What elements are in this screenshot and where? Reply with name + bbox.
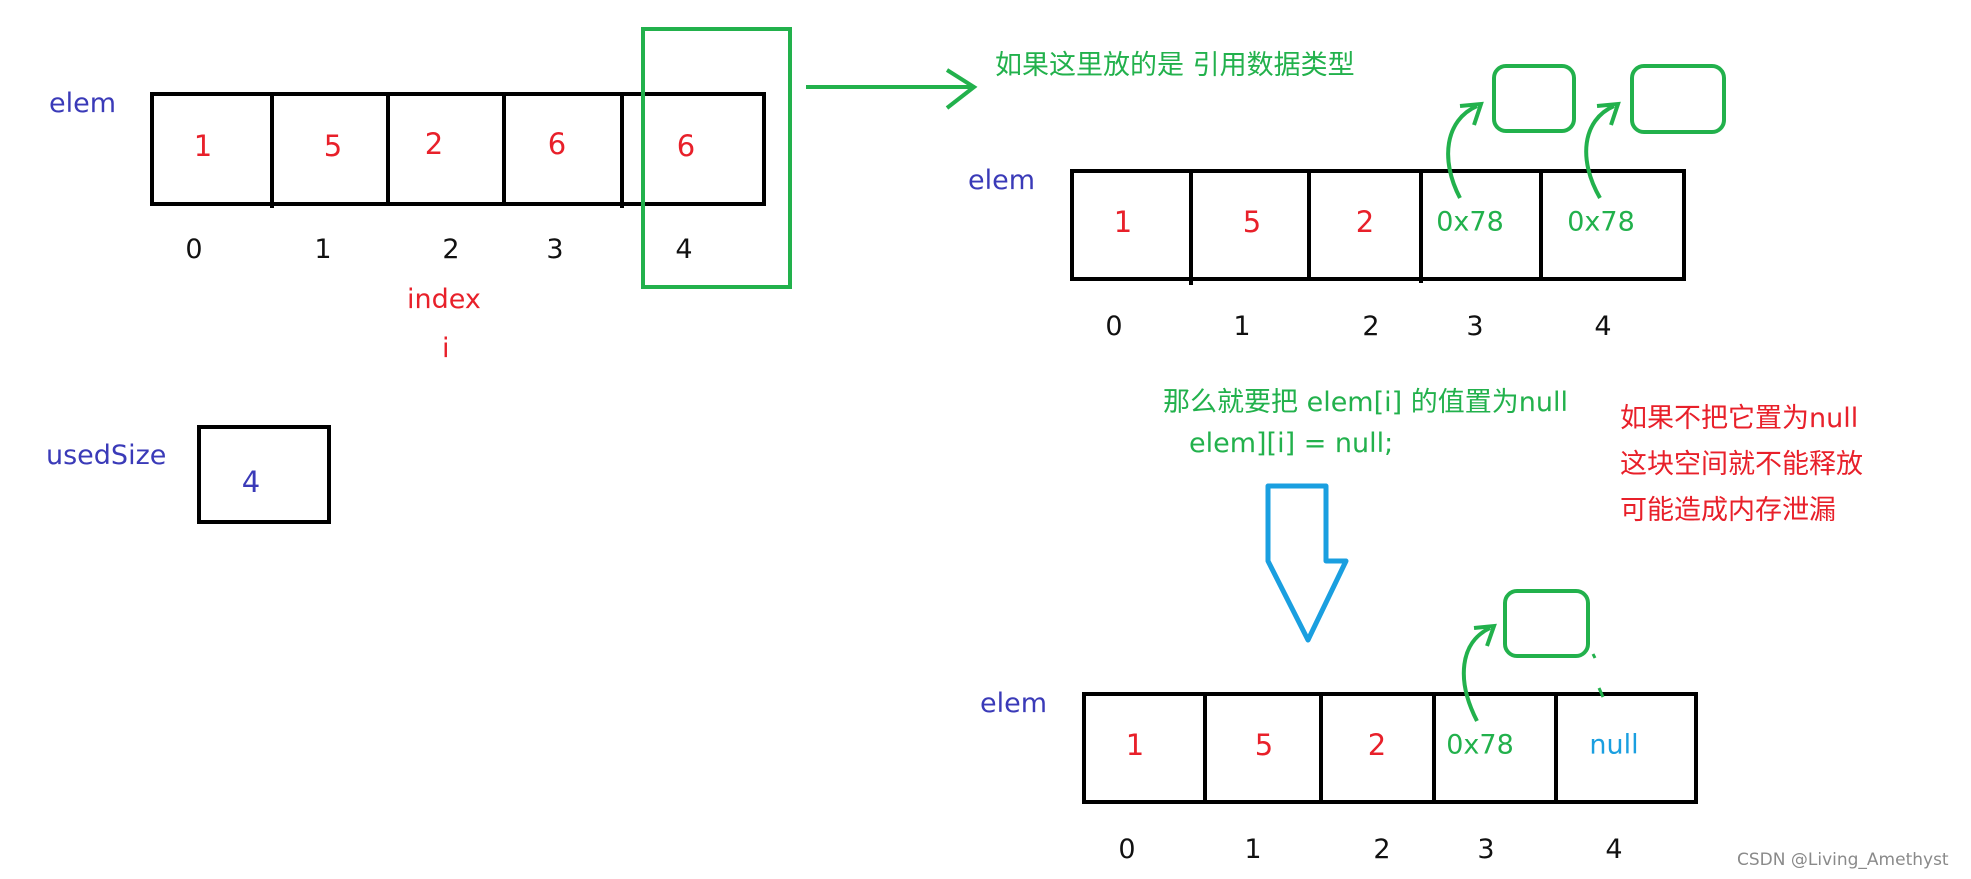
top-cell-0: 1	[193, 129, 213, 163]
middle-array-label: elem	[968, 165, 1036, 196]
warning-note-line3: 可能造成内存泄漏	[1620, 495, 1836, 526]
middle-index-3: 3	[1466, 311, 1484, 342]
set-null-note-line2: elem][i] = null;	[1189, 428, 1394, 459]
reference-arrow-4-head	[1596, 101, 1621, 126]
warning-note-line2: 这块空间就不能释放	[1620, 449, 1863, 480]
bottom-index-1: 1	[1244, 834, 1262, 865]
bottom-cell-2: 2	[1367, 728, 1387, 762]
i-label: i	[442, 333, 450, 364]
bottom-index-0: 0	[1118, 834, 1136, 865]
reference-note: 如果这里放的是 引用数据类型	[995, 50, 1355, 81]
bottom-cell-1: 5	[1254, 728, 1274, 762]
middle-cell-4: 0x78	[1567, 206, 1635, 238]
object-box-3	[1492, 64, 1576, 133]
watermark: CSDN @Living_Amethyst	[1737, 850, 1949, 870]
removed-reference-mark	[1591, 653, 1597, 659]
middle-cell-1: 5	[1242, 205, 1262, 239]
middle-cell-3: 0x78	[1436, 206, 1504, 238]
used-size-box	[197, 425, 331, 524]
top-index-0: 0	[185, 234, 203, 265]
middle-index-0: 0	[1105, 311, 1123, 342]
top-index-2: 2	[442, 234, 460, 265]
reference-arrow-3	[1446, 104, 1478, 199]
used-size-label: usedSize	[46, 440, 167, 471]
bottom-index-3: 3	[1477, 834, 1495, 865]
used-size-value: 4	[241, 465, 261, 499]
middle-index-4: 4	[1594, 311, 1612, 342]
middle-index-2: 2	[1362, 311, 1380, 342]
top-array-box	[150, 92, 766, 206]
bottom-cell-0: 1	[1125, 728, 1145, 762]
reference-arrow-4	[1584, 104, 1615, 200]
top-cell-1: 5	[323, 129, 343, 163]
middle-cell-2: 2	[1355, 205, 1375, 239]
set-null-note-line1: 那么就要把 elem[i] 的值置为null	[1163, 387, 1568, 418]
middle-array-box	[1070, 169, 1686, 281]
bottom-index-4: 4	[1605, 834, 1623, 865]
removed-reference-mark	[1597, 687, 1605, 698]
bottom-cell-3: 0x78	[1446, 729, 1514, 761]
middle-index-1: 1	[1233, 311, 1251, 342]
top-index-4: 4	[675, 234, 693, 265]
top-cell-3: 6	[547, 127, 567, 161]
top-array-label: elem	[49, 88, 117, 119]
reference-arrow-remaining-head	[1473, 623, 1497, 647]
right-arrow-head	[945, 68, 978, 110]
index-label: index	[407, 284, 481, 315]
top-index-3: 3	[546, 234, 564, 265]
top-cell-4: 6	[676, 129, 696, 163]
top-index-1: 1	[314, 234, 332, 265]
reference-arrow-remaining	[1461, 626, 1491, 722]
object-box-remaining	[1503, 589, 1590, 658]
top-cell-2: 2	[424, 127, 444, 161]
bottom-cell-4: null	[1589, 729, 1639, 761]
warning-note-line1: 如果不把它置为null	[1620, 403, 1859, 434]
bottom-index-2: 2	[1373, 834, 1391, 865]
highlight-box	[641, 27, 792, 289]
object-box-4	[1630, 64, 1726, 134]
bottom-array-label: elem	[980, 688, 1048, 719]
down-arrow	[1265, 483, 1349, 643]
middle-cell-0: 1	[1113, 205, 1133, 239]
bottom-array-box	[1082, 692, 1698, 804]
reference-arrow-3-head	[1459, 101, 1484, 126]
